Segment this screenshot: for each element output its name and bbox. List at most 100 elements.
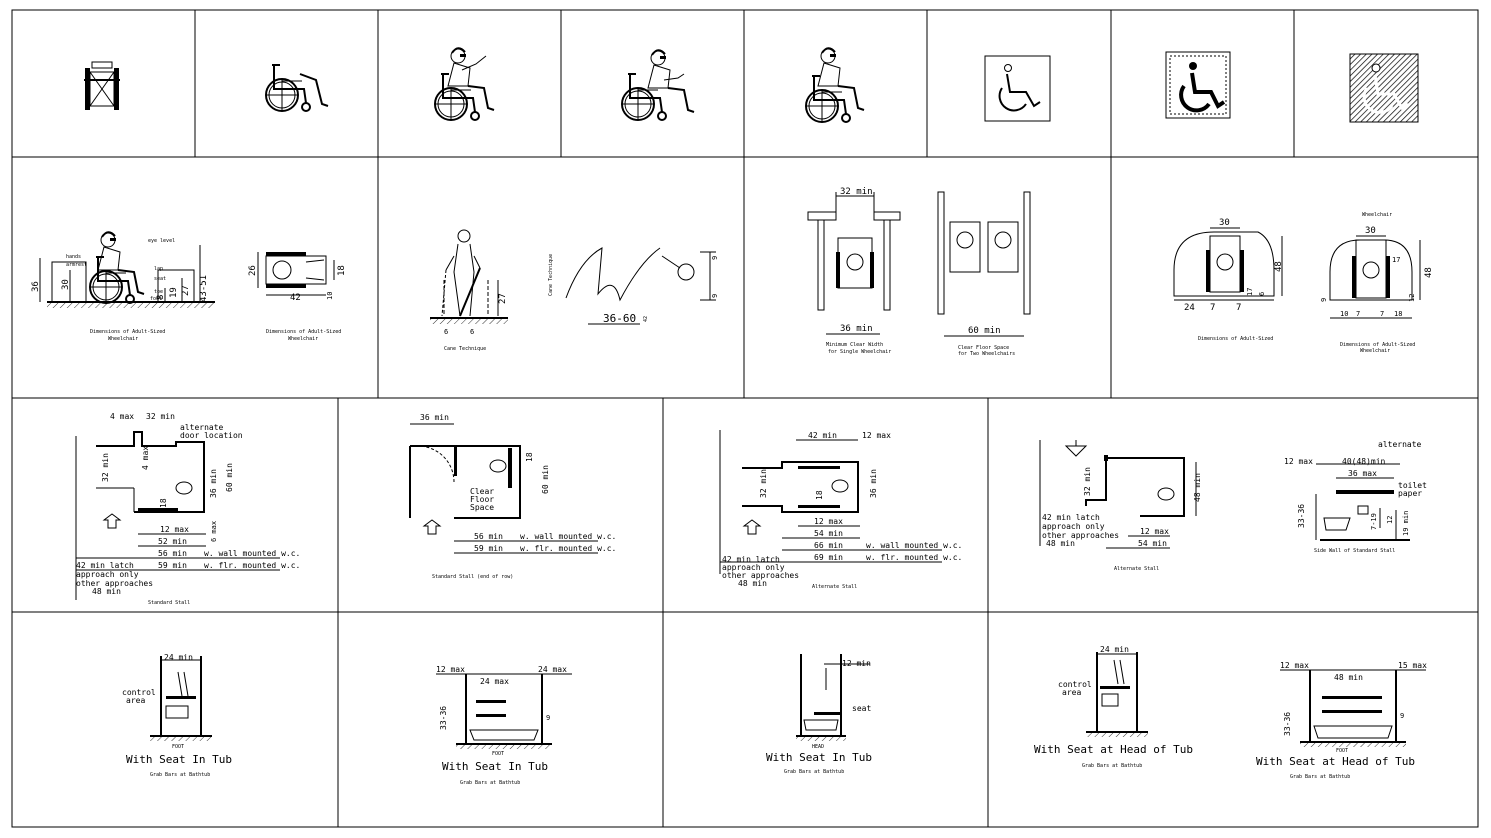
label-alternate: alternate xyxy=(180,423,224,432)
control-line2: area xyxy=(1062,688,1081,697)
label-eye-level: eye level xyxy=(148,238,175,244)
label-foot: FOOT xyxy=(172,744,184,750)
dim-24-max: 24 max xyxy=(480,677,509,686)
caption: Cane Technique xyxy=(444,346,486,352)
dim-36-min: 36 min xyxy=(869,469,878,498)
cane-technique-diagram: 27 6 6 Cane Technique Cane Technique 36-… xyxy=(430,229,719,352)
clear-width-diagram: 32 min 36 min Minimum Clear Width for Si… xyxy=(807,187,1031,357)
dim-7b: 7 xyxy=(1236,303,1241,313)
dim-19: 19 xyxy=(169,287,179,298)
dim-18: 18 xyxy=(159,498,168,508)
title: With Seat In Tub xyxy=(442,760,548,773)
latch-line3: other approaches xyxy=(722,571,799,580)
caption-line2: for Single Wheelchair xyxy=(828,349,891,355)
control-line2: area xyxy=(126,696,145,705)
dim-36-max: 36 max xyxy=(1348,469,1377,478)
label-foot: FOOT xyxy=(1336,748,1348,754)
label-seat: seat xyxy=(154,276,166,282)
dim-42: 42 xyxy=(643,316,649,322)
label-armrest: armrest xyxy=(66,262,87,268)
tp-line1: toilet xyxy=(1398,481,1427,490)
label-wall-mounted: w. wall mounted w.c. xyxy=(520,532,616,541)
latch-line1: 42 min latch xyxy=(722,555,780,564)
dim-60-min: 60 min xyxy=(968,326,1001,336)
label-wall-mounted: w. wall mounted w.c. xyxy=(866,541,962,550)
control-line1: control xyxy=(1058,680,1092,689)
dim-18: 18 xyxy=(337,265,347,276)
dim-56-min: 56 min xyxy=(474,532,503,541)
caption2-line2: Wheelchair xyxy=(1360,348,1390,354)
dim-7c: 7 xyxy=(1356,310,1360,318)
caption: Alternate Stall xyxy=(812,584,857,590)
dim-32-min-top: 32 min xyxy=(146,412,175,421)
dim-48-min: 48 min xyxy=(1334,673,1363,682)
adult-wheelchair-top-view: 26 18 42 10 Dimensions of Adult-Sized Wh… xyxy=(248,252,347,342)
dim-30b: 30 xyxy=(1365,226,1376,236)
label-lap: lap xyxy=(154,266,163,272)
sheet-grid xyxy=(11,9,1479,828)
dim-6-max: 6 max xyxy=(210,521,218,542)
dim-30: 30 xyxy=(1219,218,1230,228)
label-floor-mounted: w. flr. mounted w.c. xyxy=(204,561,300,570)
dim-17b: 17 xyxy=(1392,256,1400,264)
dim-54-min: 54 min xyxy=(1138,539,1167,548)
caption: Standard Stall (end of row) xyxy=(432,574,513,580)
label-head: HEAD xyxy=(812,744,824,750)
dim-48-min: 48 min xyxy=(1193,473,1202,502)
title: With Seat In Tub xyxy=(126,753,232,766)
dim-32-min: 32 min xyxy=(840,187,873,197)
caption: Standard Stall xyxy=(148,600,190,606)
dim-48b: 48 xyxy=(1424,267,1434,278)
dim-12-min: 12 min xyxy=(842,659,871,668)
latch-line1: 42 min latch xyxy=(1042,513,1100,522)
latch-line4: 48 min xyxy=(92,587,121,596)
caption: Grab Bars at Bathtub xyxy=(1082,763,1142,769)
dim-42-min: 42 min xyxy=(808,431,837,440)
dim-26: 26 xyxy=(248,265,258,276)
label-foot: foot xyxy=(150,296,162,302)
dim-33-36: 33-36 xyxy=(439,706,448,730)
dim-27: 27 xyxy=(498,293,508,304)
accessibility-sign-bold-icon xyxy=(1165,51,1231,119)
dim-33-36: 33-36 xyxy=(1297,504,1306,528)
dim-24-max-right: 24 max xyxy=(538,665,567,674)
tub-seat-in-tub-3: 12 min seat HEAD With Seat In Tub Grab B… xyxy=(766,654,872,775)
latch-line2: approach only xyxy=(76,570,139,579)
caption-line1: Dimensions of Adult-Sized xyxy=(90,329,165,335)
dim-6b: 6 xyxy=(470,328,474,336)
wheelchair-side-icon xyxy=(265,64,329,112)
dim-40-48-min: 40(48)min xyxy=(1342,457,1386,466)
dim-4-max: 4 max xyxy=(110,412,134,421)
latch-line3: other approaches xyxy=(76,579,153,588)
dim-15-max: 15 max xyxy=(1398,661,1427,670)
latch-line2: approach only xyxy=(722,563,785,572)
caption2-line1: Clear Floor Space xyxy=(958,345,1009,351)
adult-wheelchair-plan-view: 30 48 24 7 7 17 6 Dimensions of Adult-Si… xyxy=(1173,212,1434,354)
dim-9: 9 xyxy=(546,714,550,722)
label-hands: hands xyxy=(66,254,81,260)
label-toe: toe xyxy=(154,289,163,295)
dim-12-max: 12 max xyxy=(436,665,465,674)
tp-line2: paper xyxy=(1398,489,1422,498)
dim-60-min: 60 min xyxy=(541,465,550,494)
dim-24-min: 24 min xyxy=(164,653,193,662)
dim-59-min: 59 min xyxy=(158,561,187,570)
label-door-location: door location xyxy=(180,431,243,440)
dim-59-min: 59 min xyxy=(474,544,503,553)
caption-line2: Wheelchair xyxy=(108,336,138,342)
dim-10: 10 xyxy=(326,292,334,300)
dim-18: 18 xyxy=(815,490,824,500)
dim-12-max: 12 max xyxy=(1140,527,1169,536)
label-seat: seat xyxy=(852,704,871,713)
dim-9b: 9 xyxy=(711,294,719,298)
dim-36-min: 36 min xyxy=(420,413,449,422)
caption-line2: Wheelchair xyxy=(288,336,318,342)
dim-43-51: 43-51 xyxy=(199,275,209,302)
wheelchair-user-side-icon xyxy=(805,47,865,123)
dim-60-min: 60 min xyxy=(225,463,234,492)
dim-36-min: 36 min xyxy=(209,469,218,498)
clear-line2: Floor xyxy=(470,495,494,504)
latch-line2: approach only xyxy=(1042,522,1105,531)
accessibility-sign-hatched-icon xyxy=(1349,53,1419,123)
caption: Grab Bars at Bathtub xyxy=(460,780,520,786)
